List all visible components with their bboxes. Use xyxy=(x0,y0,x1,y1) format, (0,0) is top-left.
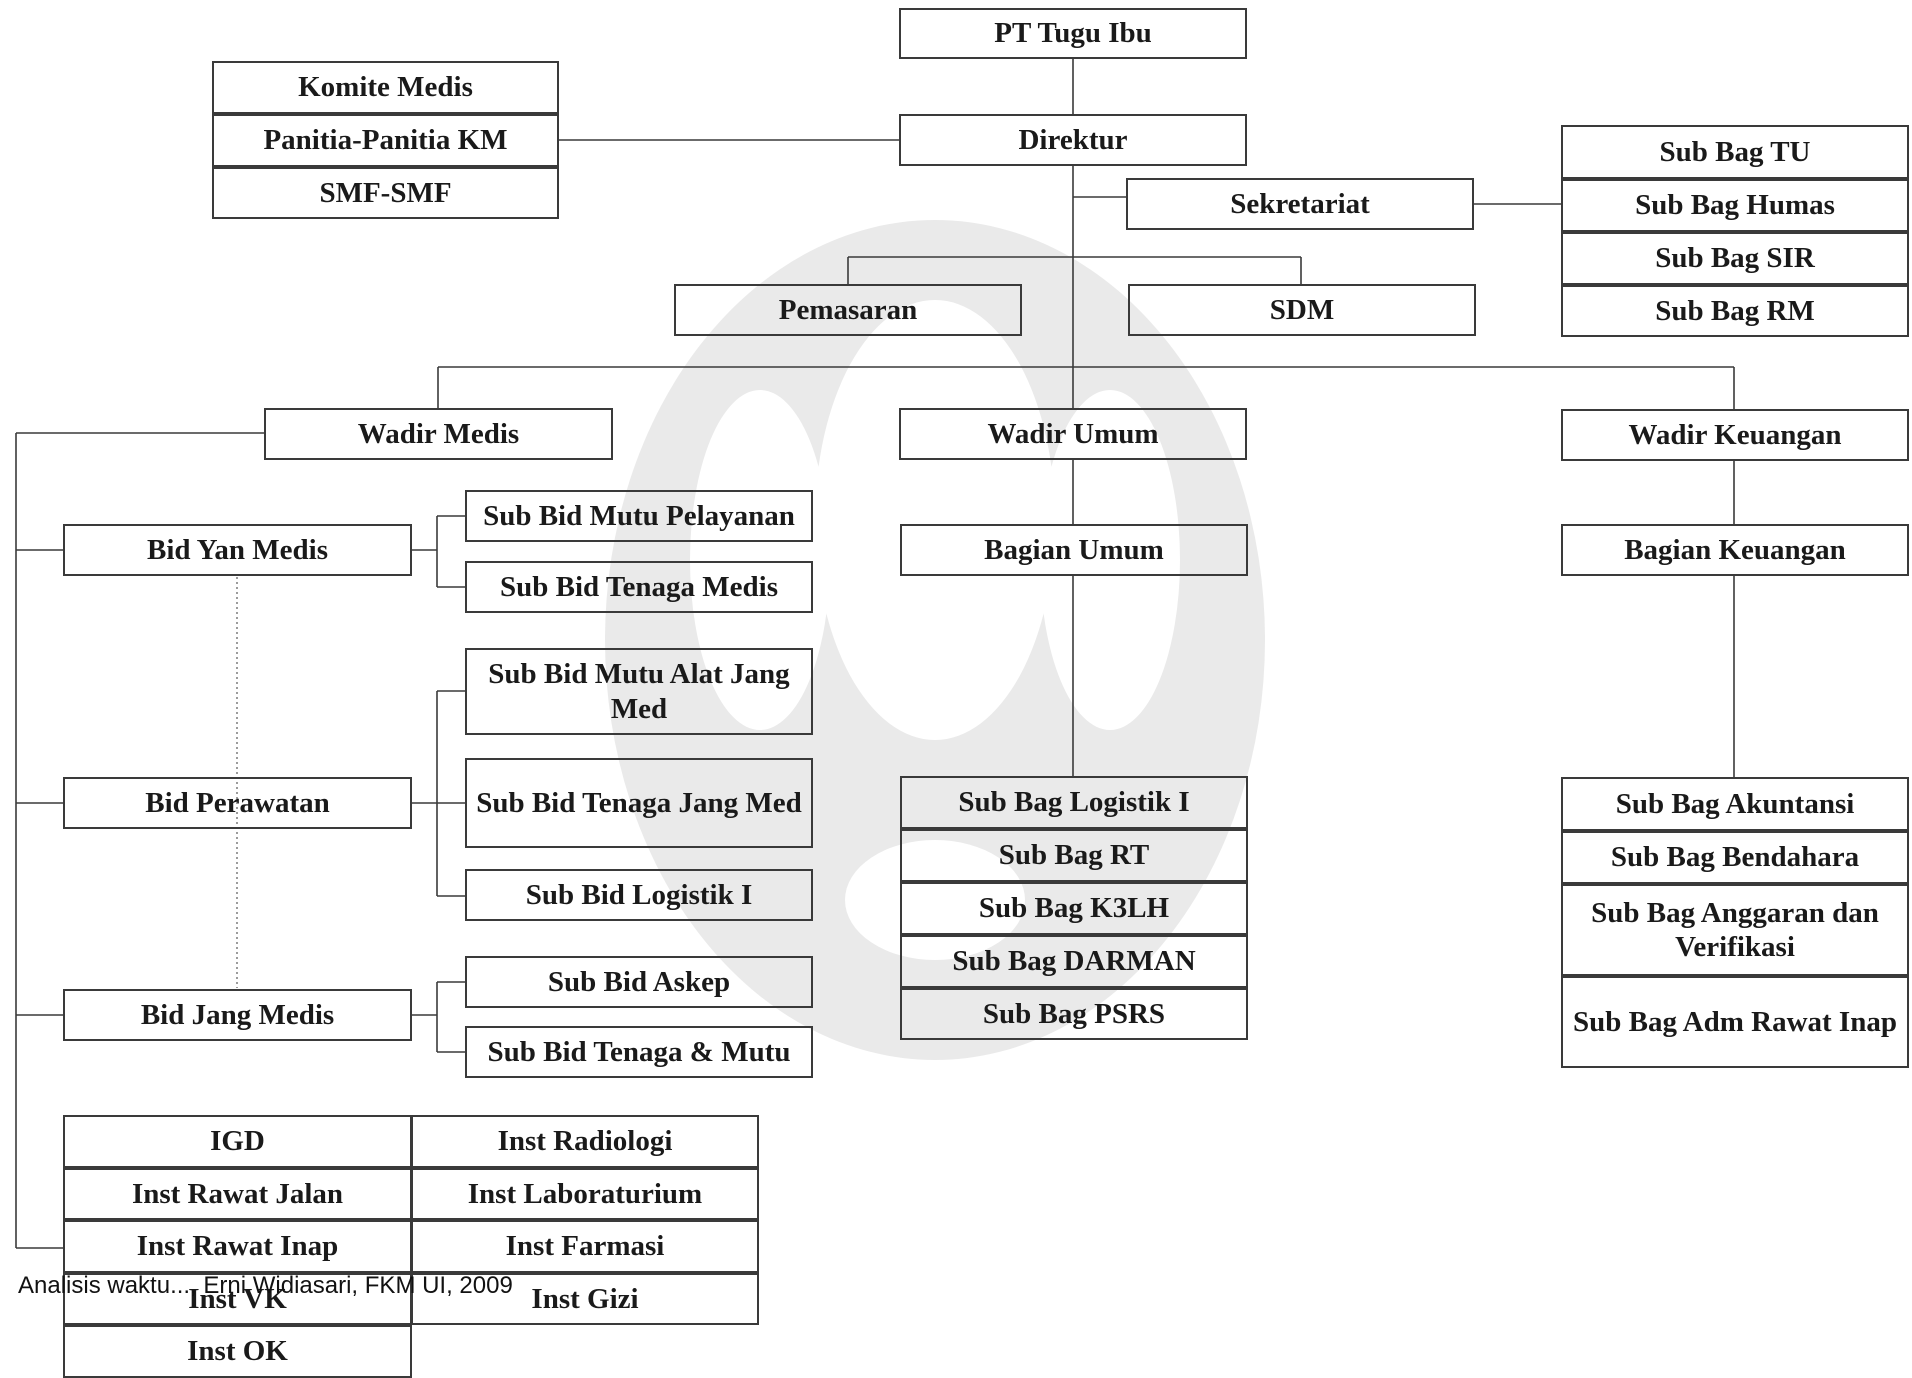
node-inst-vk: Inst VK xyxy=(63,1273,412,1325)
node-sub-bid-tenaga-jang: Sub Bid Tenaga Jang Med xyxy=(465,758,813,848)
node-inst-rawat-inap: Inst Rawat Inap xyxy=(63,1220,412,1273)
footer-caption: Analisis waktu..., Erni Widiasari, FKM U… xyxy=(18,1272,513,1299)
node-sub-bag-rm: Sub Bag RM xyxy=(1561,285,1909,337)
node-inst-gizi: Inst Gizi xyxy=(411,1273,759,1325)
node-inst-laboraturium: Inst Laboraturium xyxy=(411,1168,759,1220)
node-sdm: SDM xyxy=(1128,284,1476,336)
node-sub-bag-akuntansi: Sub Bag Akuntansi xyxy=(1561,777,1909,831)
node-sub-bid-tenaga-mutu: Sub Bid Tenaga & Mutu xyxy=(465,1026,813,1078)
node-sub-bag-psrs: Sub Bag PSRS xyxy=(900,988,1248,1040)
node-bagian-umum: Bagian Umum xyxy=(900,524,1248,576)
node-bid-yan-medis: Bid Yan Medis xyxy=(63,524,412,576)
node-sekretariat: Sekretariat xyxy=(1126,178,1474,230)
node-sub-bag-rt: Sub Bag RT xyxy=(900,829,1248,882)
node-direktur: Direktur xyxy=(899,114,1247,166)
node-bagian-keuangan: Bagian Keuangan xyxy=(1561,524,1909,576)
node-inst-ok: Inst OK xyxy=(63,1325,412,1378)
node-sub-bid-askep: Sub Bid Askep xyxy=(465,956,813,1008)
node-inst-rawat-jalan: Inst Rawat Jalan xyxy=(63,1168,412,1220)
node-sub-bag-k3lh: Sub Bag K3LH xyxy=(900,882,1248,935)
node-pt-tugu-ibu: PT Tugu Ibu xyxy=(899,8,1247,59)
node-sub-bag-humas: Sub Bag Humas xyxy=(1561,179,1909,232)
node-bid-perawatan: Bid Perawatan xyxy=(63,777,412,829)
node-sub-bag-tu: Sub Bag TU xyxy=(1561,125,1909,179)
node-sub-bag-anggaran: Sub Bag Anggaran dan Verifikasi xyxy=(1561,884,1909,976)
node-sub-bid-mutu-pelayanan: Sub Bid Mutu Pelayanan xyxy=(465,490,813,542)
node-sub-bid-logistik: Sub Bid Logistik I xyxy=(465,869,813,921)
node-wadir-medis: Wadir Medis xyxy=(264,408,613,460)
node-sub-bag-bendahara: Sub Bag Bendahara xyxy=(1561,831,1909,884)
node-sub-bag-darman: Sub Bag DARMAN xyxy=(900,935,1248,988)
node-sub-bag-sir: Sub Bag SIR xyxy=(1561,232,1909,285)
node-sub-bid-tenaga-medis: Sub Bid Tenaga Medis xyxy=(465,561,813,613)
node-wadir-keuangan: Wadir Keuangan xyxy=(1561,409,1909,461)
node-wadir-umum: Wadir Umum xyxy=(899,408,1247,460)
node-sub-bag-adm-rawat-inap: Sub Bag Adm Rawat Inap xyxy=(1561,976,1909,1068)
node-smf: SMF-SMF xyxy=(212,167,559,219)
node-bid-jang-medis: Bid Jang Medis xyxy=(63,989,412,1041)
node-komite-medis: Komite Medis xyxy=(212,61,559,114)
node-igd: IGD xyxy=(63,1115,412,1168)
node-panitia-km: Panitia-Panitia KM xyxy=(212,114,559,167)
node-inst-farmasi: Inst Farmasi xyxy=(411,1220,759,1273)
watermark-emblem-holes xyxy=(690,300,1180,960)
node-sub-bag-logistik: Sub Bag Logistik I xyxy=(900,776,1248,829)
node-pemasaran: Pemasaran xyxy=(674,284,1022,336)
node-inst-radiologi: Inst Radiologi xyxy=(411,1115,759,1168)
node-sub-bid-mutu-alat: Sub Bid Mutu Alat Jang Med xyxy=(465,648,813,735)
